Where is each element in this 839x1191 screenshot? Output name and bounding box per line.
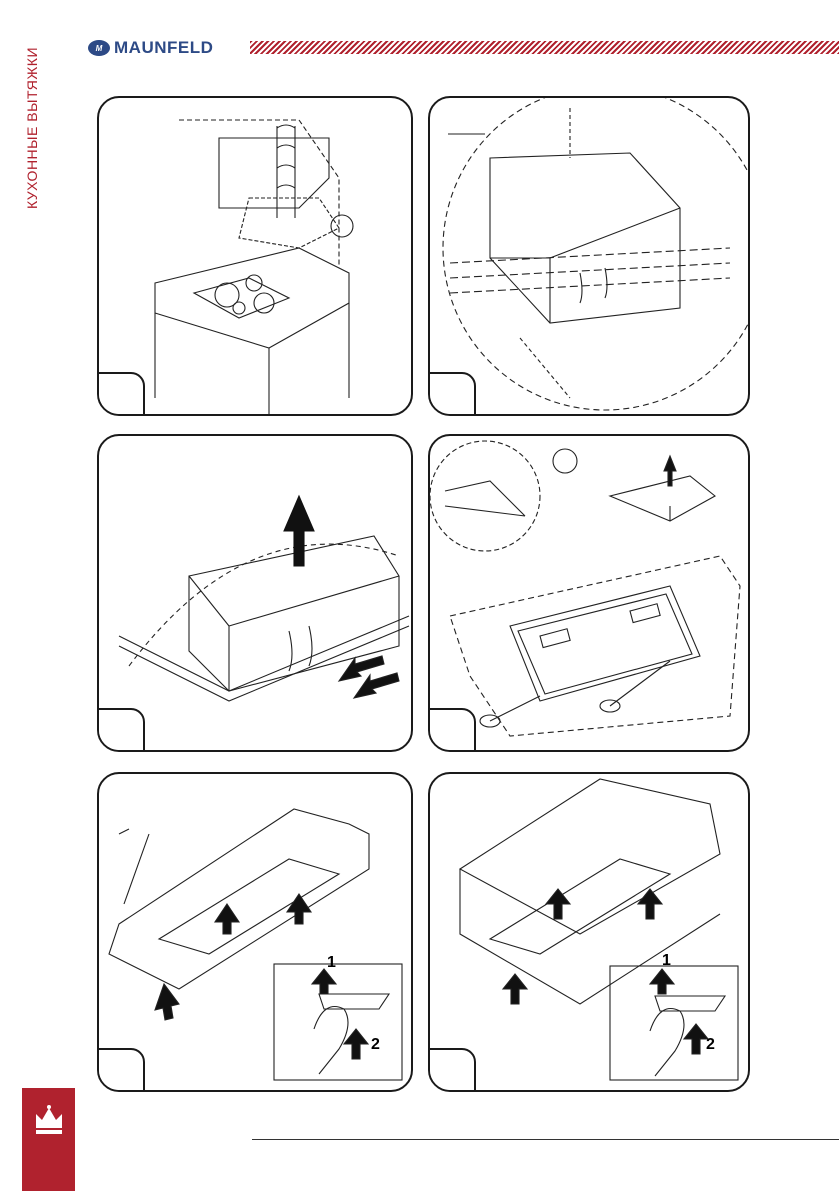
step-number-box: [428, 708, 476, 752]
annotation-step-1: 1: [327, 954, 336, 972]
annotation-step-2: 2: [371, 1036, 380, 1054]
footer-red-tab: [22, 1088, 75, 1191]
illustration-panel-3: [97, 434, 413, 752]
brand-mark-icon: M: [88, 40, 110, 56]
annotation-step-2: 2: [706, 1036, 715, 1054]
brand-logo: M MAUNFELD: [88, 38, 213, 58]
annotation-step-1: 1: [662, 952, 671, 970]
step-number-box: [97, 1048, 145, 1092]
filter-latch-drawing: [430, 436, 748, 750]
step-number-box: [97, 708, 145, 752]
header-hatch-decoration: [250, 41, 839, 54]
footer-rule: [252, 1139, 839, 1140]
side-title: КУХОННЫЕ ВЫТЯЖКИ: [22, 40, 42, 215]
brand-name: MAUNFELD: [114, 38, 213, 58]
illustration-panel-1: [97, 96, 413, 416]
crown-icon: [32, 1102, 66, 1142]
filter-close-drawing: [430, 774, 748, 1090]
hood-closeup-drawing: [430, 98, 748, 414]
illustration-panel-6: 1 2: [428, 772, 750, 1092]
side-title-text: КУХОННЫЕ ВЫТЯЖКИ: [24, 46, 40, 208]
illustration-panel-4: [428, 434, 750, 752]
hood-cabinet-drawing: [99, 98, 411, 414]
filter-open-drawing: [99, 774, 411, 1090]
hood-lift-drawing: [99, 436, 411, 750]
step-number-box: [97, 372, 145, 416]
step-number-box: [428, 372, 476, 416]
step-number-box: [428, 1048, 476, 1092]
illustration-panel-2: [428, 96, 750, 416]
illustration-panel-5: 1 2: [97, 772, 413, 1092]
